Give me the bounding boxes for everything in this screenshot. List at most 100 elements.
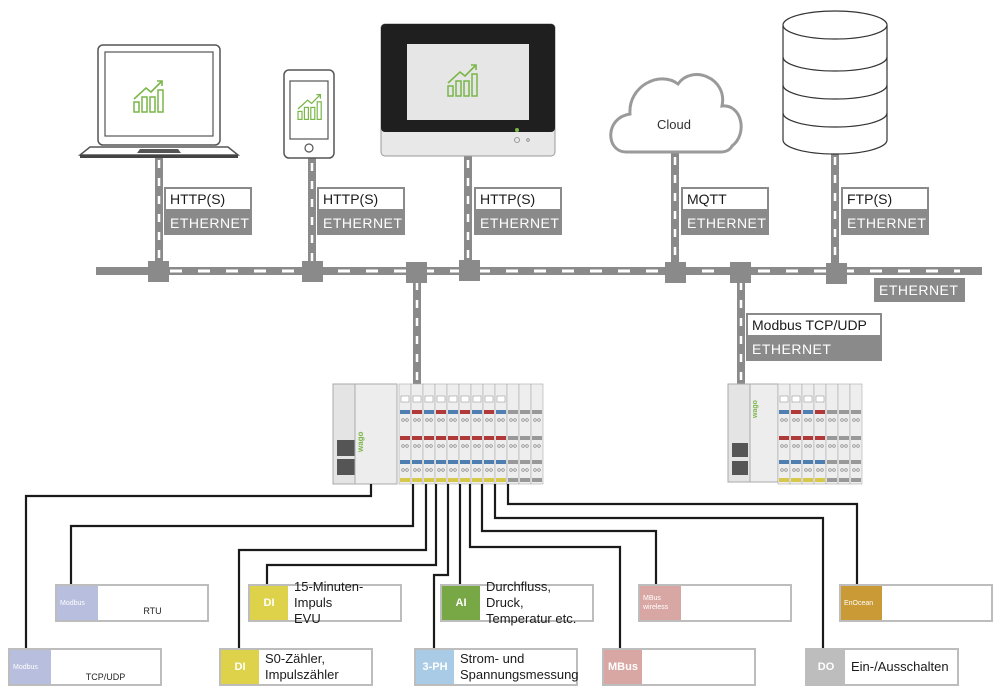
tag-ai: AI — [442, 586, 480, 620]
label-phone: HTTP(S) ETHERNET — [317, 187, 405, 235]
drop-panel — [464, 155, 472, 267]
label-remote-io: Modbus TCP/UDP ETHERNET — [746, 313, 882, 361]
tag-di: DI — [250, 586, 288, 620]
tag-line2: wireless — [643, 604, 669, 611]
card-enocean: EnOcean — [839, 584, 993, 622]
modbus-subtitle: RTU — [143, 606, 162, 616]
ethernet-backbone — [96, 267, 982, 275]
tag-enocean: EnOcean — [841, 586, 882, 620]
protocol-label: HTTP(S) — [164, 187, 252, 211]
wire-3ph — [432, 484, 450, 648]
drop-controller — [413, 275, 421, 385]
label-cloud: MQTT ETHERNET — [681, 187, 769, 235]
io-module — [422, 383, 436, 485]
wire-modbus-tcp — [24, 484, 373, 650]
wire-mbus — [468, 484, 622, 648]
desc-line1: Durchfluss, Druck, — [486, 579, 552, 610]
desc-line1: 15-Minuten-Impuls — [294, 579, 364, 610]
backbone-label: ETHERNET — [874, 278, 965, 302]
laptop-icon — [77, 44, 241, 158]
desc-line1: S0-Zähler, — [265, 651, 325, 666]
io-module — [801, 383, 815, 485]
label-laptop: HTTP(S) ETHERNET — [164, 187, 252, 235]
database-icon — [782, 10, 888, 155]
wire-enocean — [506, 484, 859, 584]
wire-modbus-rtu — [69, 484, 415, 584]
io-module — [494, 383, 508, 485]
drop-db — [831, 152, 839, 268]
svg-text:wago: wago — [356, 431, 365, 453]
medium-label: ETHERNET — [323, 215, 403, 231]
io-module — [434, 383, 448, 485]
tag-di: DI — [221, 650, 259, 684]
protocol-label: FTP(S) — [841, 187, 929, 211]
medium-label: ETHERNET — [752, 341, 832, 357]
io-module — [530, 383, 544, 485]
medium-label: ETHERNET — [480, 215, 560, 231]
tag-modbus: Modbus — [10, 650, 51, 684]
wire-di-s0 — [237, 484, 428, 648]
tag-3ph: 3-PH — [416, 650, 454, 684]
protocol-label: Modbus TCP/UDP — [746, 313, 882, 337]
protocol-label: HTTP(S) — [474, 187, 562, 211]
drop-lines — [155, 152, 839, 385]
io-module — [777, 383, 791, 485]
io-module — [446, 383, 460, 485]
io-module — [470, 383, 484, 485]
io-module — [849, 383, 863, 485]
io-module — [506, 383, 520, 485]
drop-laptop — [155, 155, 163, 267]
io-module — [410, 383, 424, 485]
desc-line2: Impulszähler — [265, 667, 339, 682]
medium-label: ETHERNET — [170, 215, 250, 231]
card-modbus-rtu: Modbus RTU — [55, 584, 209, 622]
card-di-s0: DI S0-Zähler,Impulszähler — [219, 648, 373, 686]
remote-io-controller: wago — [727, 383, 863, 485]
wire-di-15min — [265, 484, 438, 584]
drop-remote-io — [737, 275, 745, 385]
io-module — [813, 383, 827, 485]
touch-panel-icon — [380, 23, 556, 157]
main-controller: wago — [332, 383, 544, 485]
io-module — [789, 383, 803, 485]
field-wires — [24, 484, 859, 650]
desc-line2: Temperatur etc. — [486, 611, 577, 626]
tag-line1: MBus — [643, 595, 661, 602]
svg-text:wago: wago — [752, 400, 759, 419]
card-mbus: MBus — [602, 648, 756, 686]
card-modbus-tcp: Modbus TCP/UDP — [8, 648, 162, 686]
io-module — [482, 383, 496, 485]
card-mbus-wireless: MBus wireless — [638, 584, 792, 622]
wire-mbus-wireless — [480, 484, 658, 584]
tag-do: DO — [807, 650, 845, 684]
smartphone-icon — [283, 69, 335, 159]
desc-line2: Spannungsmessung — [460, 667, 579, 682]
io-module — [458, 383, 472, 485]
medium-label: ETHERNET — [687, 215, 767, 231]
card-do: DO Ein-/Ausschalten — [805, 648, 959, 686]
drop-cloud — [671, 152, 679, 268]
medium-label: ETHERNET — [847, 215, 927, 231]
tag-modbus: Modbus — [57, 586, 98, 620]
label-panel: HTTP(S) ETHERNET — [474, 187, 562, 235]
tag-mbus: MBus — [604, 650, 642, 684]
io-module — [518, 383, 532, 485]
junctions — [148, 260, 847, 284]
desc-line1: Strom- und — [460, 651, 525, 666]
io-module — [398, 383, 412, 485]
desc-line1: Ein-/Ausschalten — [851, 659, 949, 674]
desc-line2: EVU — [294, 611, 321, 626]
card-ai: AI Durchfluss, Druck,Temperatur etc. — [440, 579, 594, 626]
tag-mbus-wireless: MBus wireless — [640, 586, 681, 620]
wire-do — [493, 484, 825, 648]
drop-phone — [308, 158, 316, 268]
label-database: FTP(S) ETHERNET — [841, 187, 929, 235]
protocol-label: MQTT — [681, 187, 769, 211]
io-module — [837, 383, 851, 485]
cloud-label: Cloud — [657, 117, 691, 132]
io-module — [825, 383, 839, 485]
cloud-icon — [609, 73, 743, 154]
modbus-subtitle: TCP/UDP — [85, 672, 126, 682]
